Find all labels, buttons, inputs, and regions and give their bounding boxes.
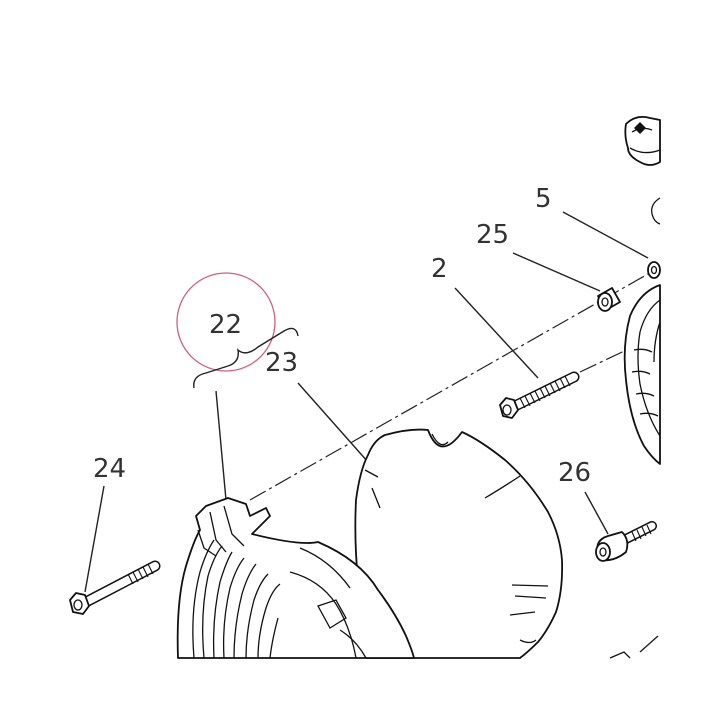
assembly-axis-line <box>249 269 656 501</box>
oring-part-5[interactable] <box>651 197 661 225</box>
gasket-part-23[interactable] <box>354 428 564 659</box>
bolt-fragment-bottom-right <box>609 635 659 659</box>
callout-2[interactable]: 2 <box>431 254 448 284</box>
leader-lines <box>84 211 649 593</box>
bolt-part-24[interactable] <box>69 560 161 615</box>
brace-22 <box>193 327 299 389</box>
bushing-part-25[interactable] <box>597 287 621 312</box>
callout-23[interactable]: 23 <box>265 348 298 378</box>
cover-part-22[interactable] <box>176 497 415 659</box>
callout-5[interactable]: 5 <box>535 184 552 214</box>
engine-housing-right[interactable] <box>623 261 661 465</box>
bolt-part-2[interactable] <box>499 371 580 419</box>
callout-24[interactable]: 24 <box>93 454 126 484</box>
callout-22[interactable]: 22 <box>209 310 242 340</box>
callout-25[interactable]: 25 <box>476 220 509 250</box>
bolt-part-26[interactable] <box>595 521 657 562</box>
callout-26[interactable]: 26 <box>558 458 591 488</box>
highlight-circle-22 <box>176 272 276 372</box>
cap-part-top-right[interactable] <box>624 115 661 166</box>
